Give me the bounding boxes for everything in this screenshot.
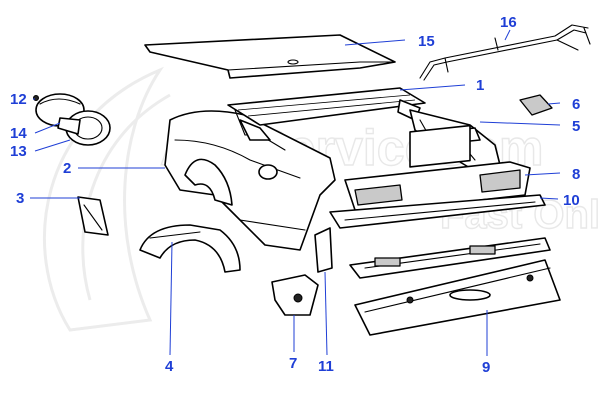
part-9-lower-rear-crossmember: [354, 259, 561, 336]
callout-2: 2: [63, 160, 71, 177]
leader-13: [34, 139, 71, 152]
part-6-mounting-bracket: [519, 94, 553, 116]
leader-5: [479, 121, 561, 126]
part-8-rear-end-panel: [344, 124, 531, 216]
leader-16: [504, 29, 511, 41]
leader-6: [547, 102, 561, 105]
watermark-swoosh-logo: [43, 66, 171, 332]
leader-14: [34, 122, 61, 134]
leader-4: [169, 241, 173, 356]
callout-7: 7: [289, 355, 297, 372]
callout-10: 10: [563, 192, 580, 209]
callout-3: 3: [16, 190, 24, 207]
callout-9: 9: [482, 359, 490, 376]
callout-14: 14: [10, 125, 27, 142]
callout-6: 6: [572, 96, 580, 113]
part-4-wheel-arch: [139, 224, 241, 273]
callouts: 15 16 1 6 5 8 10 12 14 13 2 3 4 7 11 9: [10, 14, 580, 376]
part-3-reinforcement-plate: [77, 196, 109, 236]
part-15-boot-lid: [144, 34, 396, 79]
leader-11: [324, 271, 328, 356]
part-1-rear-upper-panel: [227, 87, 426, 141]
leader-1: [399, 84, 466, 91]
leader-10: [539, 197, 559, 200]
callout-15: 15: [418, 33, 435, 50]
callout-16: 16: [500, 14, 517, 31]
callout-4: 4: [165, 358, 174, 375]
part-2-rear-body-shell: [164, 109, 336, 251]
part-11-bracket: [314, 227, 333, 273]
part-9-crossmember-upper: [349, 237, 551, 279]
part-10-lower-rear-panel: [329, 194, 546, 229]
callout-8: 8: [572, 166, 580, 183]
part-7-small-bracket: [271, 274, 319, 316]
callout-11: 11: [318, 358, 334, 375]
callout-5: 5: [572, 118, 580, 135]
part-16-support-rod: [419, 24, 591, 81]
leader-8: [524, 172, 561, 176]
callout-1: 1: [476, 77, 484, 94]
callout-12: 12: [10, 91, 27, 108]
callout-13: 13: [10, 143, 27, 160]
part-12-14-fuel-filler-assembly: [33, 93, 111, 146]
leader-15: [344, 39, 406, 46]
